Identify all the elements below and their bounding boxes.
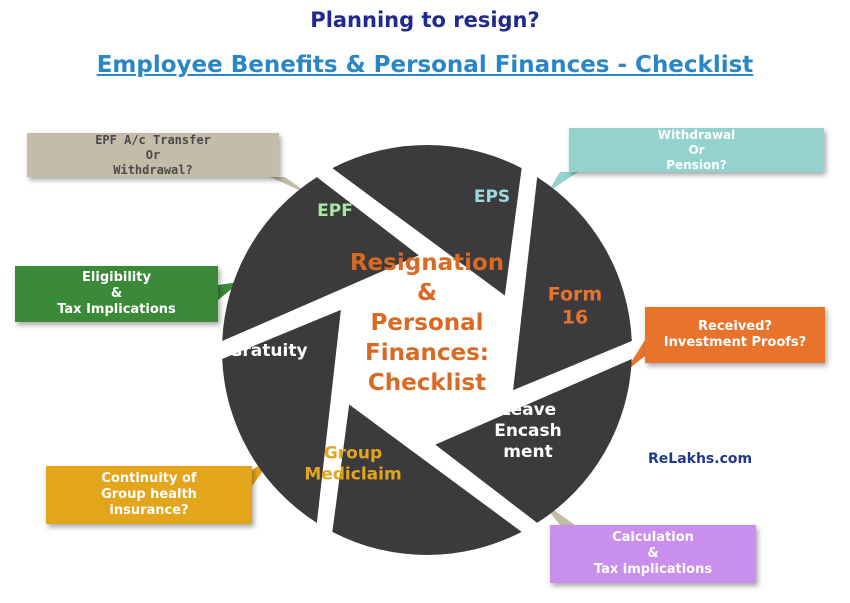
center-line: & — [417, 280, 437, 306]
wheel-segment — [332, 145, 522, 296]
center-line: Personal — [370, 310, 483, 336]
segment-label-leave: Leave — [500, 400, 556, 420]
callout-leave: Calculation&Tax implications — [550, 525, 756, 583]
page-subtitle: Employee Benefits & Personal Finances - … — [96, 52, 754, 78]
callout-line: Eligibility — [82, 269, 151, 285]
segment-label-mediclaim: Group — [324, 444, 382, 464]
callout-line: Or — [145, 147, 161, 162]
callout-line: & — [647, 545, 659, 561]
segment-label-epf: EPF — [317, 201, 353, 221]
segment-label-leave: ment — [503, 442, 552, 462]
callout-line: Calculation — [612, 529, 694, 545]
callout-line: Tax implications — [593, 562, 713, 578]
segment-label-form16: Form — [548, 284, 602, 306]
wheel-segment — [332, 404, 522, 555]
segment-label-mediclaim: Mediclaim — [304, 465, 401, 485]
callout-line: Group health — [101, 486, 197, 502]
wheel-segments — [222, 145, 632, 555]
segment-label-eps: EPS — [474, 187, 510, 207]
callout-line: EPF A/c Transfer — [95, 132, 211, 147]
wheel-segment — [222, 309, 341, 523]
wheel-segment — [435, 358, 632, 523]
callout-line: & — [110, 285, 123, 301]
callout-line: Pension? — [666, 157, 727, 172]
segment-label-gratuity: Gratuity — [228, 341, 307, 361]
segment-label-leave: Encash — [494, 421, 562, 441]
page-title: Planning to resign? — [310, 8, 540, 32]
callout-line: insurance? — [109, 503, 189, 519]
callout-line: Investment Proofs? — [663, 335, 807, 350]
center-line: Resignation — [350, 250, 504, 276]
wheel-segment — [513, 177, 632, 391]
callout-form16: Received?Investment Proofs? — [645, 307, 825, 363]
callout-line: Withdrawal? — [113, 162, 193, 177]
callout-line: Or — [688, 142, 705, 157]
wheel-segment — [222, 177, 419, 342]
callout-line: Tax Implications — [57, 302, 176, 318]
callout-line: Continuity of — [101, 470, 197, 486]
callout-line: Received? — [698, 318, 772, 334]
callout-line: Withdrawal — [657, 127, 736, 142]
segment-label-form16: 16 — [562, 307, 588, 329]
center-line: Finances: — [365, 340, 489, 366]
brand-label: ReLakhs.com — [648, 451, 753, 467]
callout-gratuity: Eligibility&Tax Implications — [15, 266, 218, 322]
center-line: Checklist — [368, 370, 486, 396]
